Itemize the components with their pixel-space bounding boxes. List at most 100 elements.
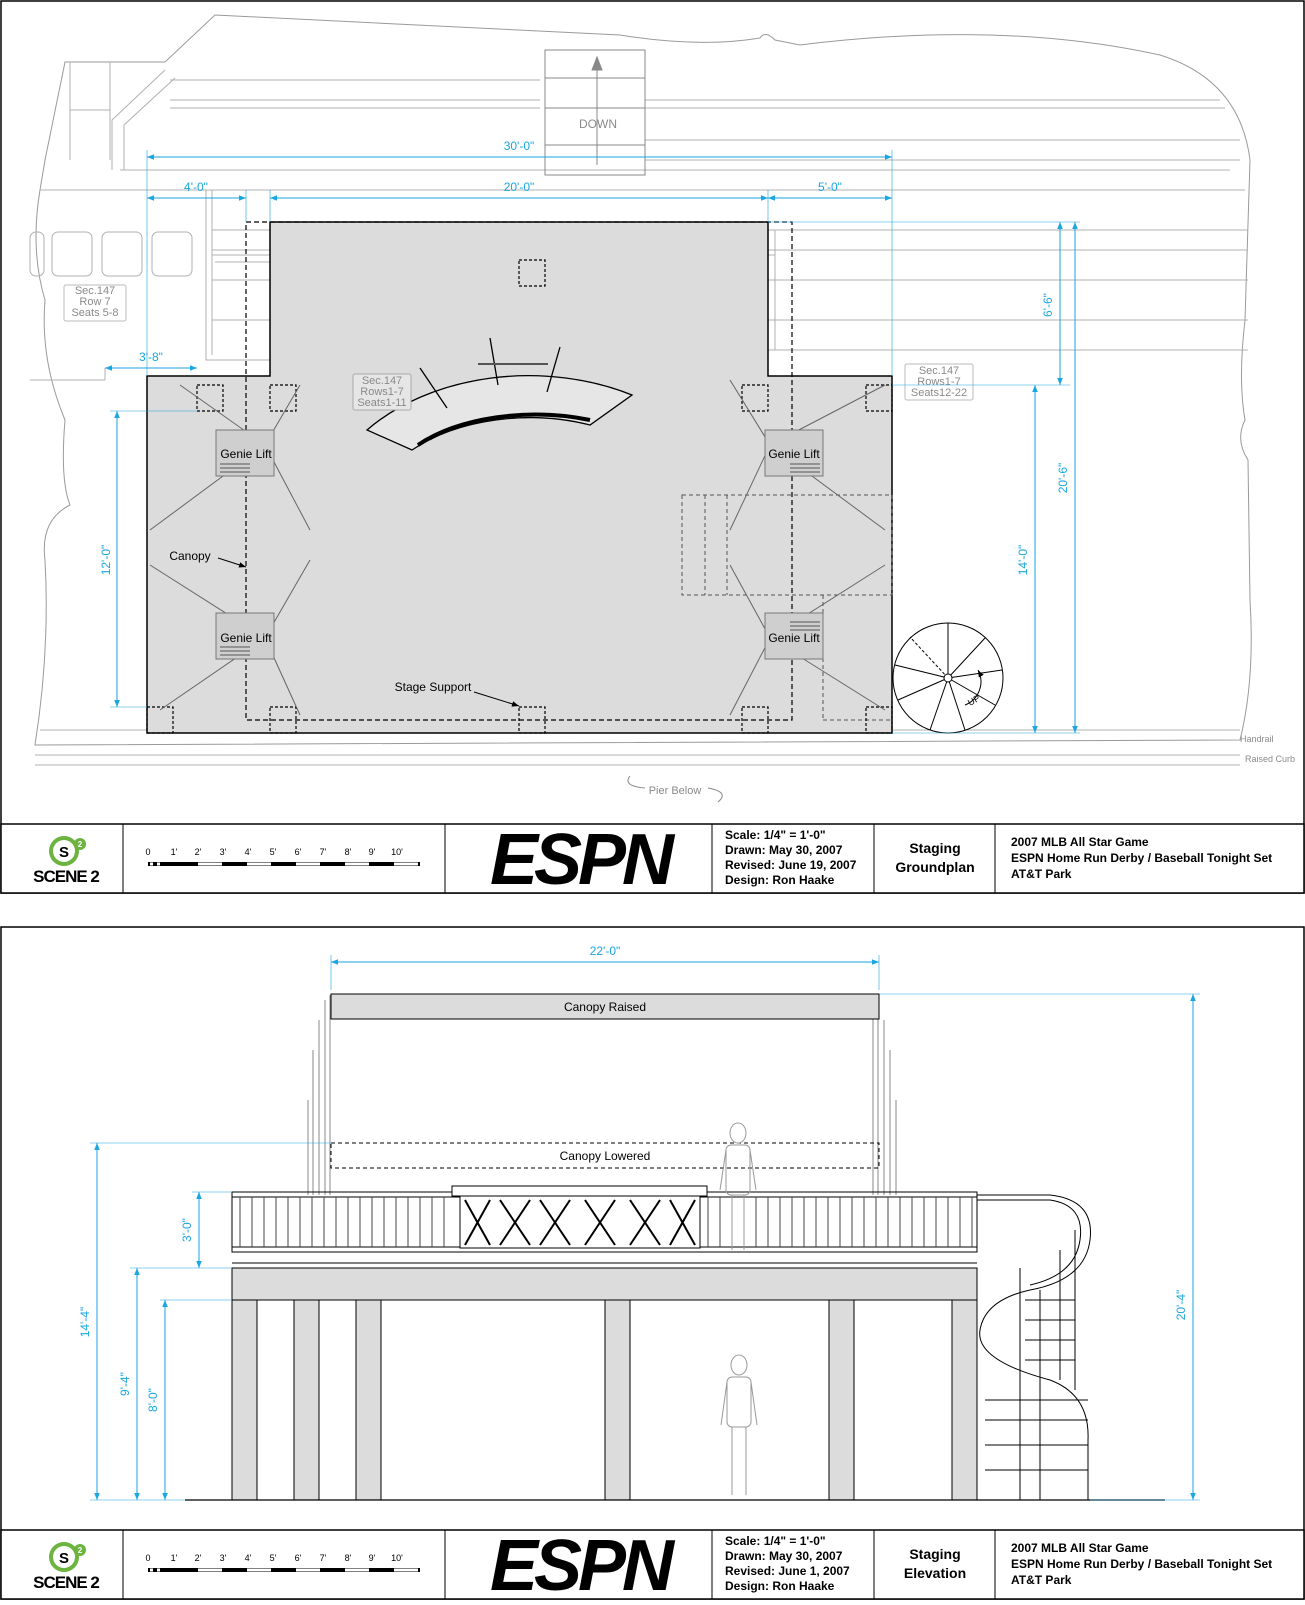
dim-left-depth: 12'-0": [99, 545, 113, 576]
tb-project-line3: AT&T Park: [1011, 1573, 1072, 1587]
tb-project-line2: ESPN Home Run Derby / Baseball Tonight S…: [1011, 851, 1272, 865]
dim-canopy-width: 22'-0": [590, 944, 621, 958]
seat-right-line3: Seats12-22: [911, 387, 967, 399]
seat-callout-right: [904, 363, 974, 401]
tb-drawn: Drawn: May 30, 2007: [725, 843, 843, 857]
tb-sheet-line1: Staging: [909, 1546, 960, 1562]
logo-sup: 2: [78, 1546, 83, 1555]
plan-dimensions: [105, 150, 1080, 734]
canopy-raised-label: Canopy Raised: [564, 1000, 646, 1014]
logo-mark: S: [59, 1550, 69, 1567]
scale-tick: 1': [171, 1553, 178, 1563]
scale-tick: 8': [345, 847, 352, 857]
dim-side-step: 3'-8": [139, 350, 163, 364]
canopy-label: Canopy: [169, 549, 210, 563]
dim-total-height: 20'-4": [1174, 1290, 1188, 1321]
scale-tick: 0: [145, 847, 150, 857]
seat-pods: [29, 231, 193, 277]
scale-bar: 0 1' 2' 3' 4' 5' 6' 7' 8' 9' 10': [145, 847, 420, 866]
tb-sheet-line2: Elevation: [904, 1565, 966, 1581]
scale-bar: 0 1' 2' 3' 4' 5' 6' 7' 8' 9' 10': [145, 1553, 420, 1572]
canopy-lowered-label: Canopy Lowered: [560, 1149, 651, 1163]
riser-outline: [681, 494, 893, 721]
down-label: DOWN: [579, 117, 617, 131]
pier-below-label: Pier Below: [649, 785, 702, 797]
genie-lift-label: Genie Lift: [220, 631, 272, 645]
dim-clearance: 8'-0": [146, 1388, 160, 1412]
seat-left-line1: Sec.147: [75, 285, 115, 297]
dim-stage-width: 20'-0": [504, 180, 535, 194]
seat-center-line2: Rows1-7: [360, 386, 403, 398]
desk-elevation: [451, 1185, 708, 1249]
tb-scale: Scale: 1/4" = 1'-0": [725, 1534, 826, 1548]
scale-tick: 7': [320, 847, 327, 857]
human-figure-deck: [719, 1122, 757, 1250]
scale-tick: 7': [320, 1553, 327, 1563]
scale-tick: 10': [391, 1553, 403, 1563]
tb-design: Design: Ron Haake: [725, 873, 835, 887]
scene2-logo: S 2 SCENE 2: [33, 1542, 100, 1592]
seat-center-line3: Seats1-11: [357, 397, 406, 409]
scale-tick: 6': [295, 847, 302, 857]
scale-tick: 4': [245, 847, 252, 857]
genie-lift-label: Genie Lift: [768, 631, 820, 645]
scale-tick: 9': [369, 1553, 376, 1563]
tb-project-line1: 2007 MLB All Star Game: [1011, 1541, 1149, 1555]
tb-design: Design: Ron Haake: [725, 1579, 835, 1593]
dim-front-depth: 14'-0": [1016, 545, 1030, 576]
title-block-1: S 2 SCENE 2 0 1' 2' 3' 4' 5' 6' 7': [0, 820, 1305, 900]
scale-tick: 3': [220, 1553, 227, 1563]
tb-scale: Scale: 1/4" = 1'-0": [725, 828, 826, 842]
scene2-logo: S 2 SCENE 2: [33, 836, 100, 886]
scale-tick: 6': [295, 1553, 302, 1563]
scale-tick: 8': [345, 1553, 352, 1563]
scale-tick: 5': [270, 847, 277, 857]
scale-tick: 1': [171, 847, 178, 857]
scale-tick: 9': [369, 847, 376, 857]
logo-text: SCENE 2: [33, 867, 99, 886]
dim-deck-height: 9'-4": [118, 1372, 132, 1396]
espn-logo: ESPN: [490, 1526, 676, 1600]
dim-total-depth: 20'-6": [1056, 463, 1070, 494]
tb-revised: Revised: June 1, 2007: [725, 1564, 850, 1578]
scale-tick: 5': [270, 1553, 277, 1563]
seat-callout-left: [63, 284, 127, 322]
canopy-lowered: [330, 1142, 880, 1169]
scale-tick: 3': [220, 847, 227, 857]
dim-canopy-lowered-height: 14'-4": [78, 1307, 92, 1338]
seat-right-line1: Sec.147: [919, 365, 959, 377]
pier-arrow-right: [707, 787, 723, 803]
seat-center-line1: Sec.147: [362, 375, 402, 387]
scale-tick: 2': [195, 1553, 202, 1563]
stage-support-label: Stage Support: [395, 680, 472, 694]
dim-right-offset: 5'-0": [818, 180, 842, 194]
elevation-dimensions: [90, 955, 1200, 1501]
tb-drawn: Drawn: May 30, 2007: [725, 1549, 843, 1563]
logo-text: SCENE 2: [33, 1573, 99, 1592]
scale-tick: 4': [245, 1553, 252, 1563]
venue-outline: [34, 14, 1252, 746]
tb-project-line1: 2007 MLB All Star Game: [1011, 835, 1149, 849]
tb-sheet-line1: Staging: [909, 840, 960, 856]
seat-left-line3: Seats 5-8: [71, 307, 118, 319]
dim-rail-height: 3'-0": [180, 1218, 194, 1242]
canopy-frame: [307, 995, 897, 1195]
scale-tick: 2': [195, 847, 202, 857]
dim-back-depth: 6'-6": [1041, 293, 1055, 317]
handrail-label: Handrail: [1240, 734, 1274, 744]
pier-arrow-left: [627, 775, 646, 789]
scale-tick: 0: [145, 1553, 150, 1563]
stage-supports: [146, 259, 893, 734]
genie-lift-label: Genie Lift: [768, 447, 820, 461]
espn-logo: ESPN: [490, 820, 676, 900]
down-stair: [544, 49, 646, 176]
seat-left-line2: Row 7: [79, 296, 110, 308]
human-figure-ground: [720, 1354, 758, 1495]
spiral-stair: [892, 622, 1004, 734]
scale-tick: 10': [391, 847, 403, 857]
tb-project-line3: AT&T Park: [1011, 867, 1072, 881]
logo-sup: 2: [78, 840, 83, 849]
elevation-panel: Canopy Raised Canopy Lowered: [0, 926, 1305, 1600]
seat-callout-center: [352, 373, 412, 411]
